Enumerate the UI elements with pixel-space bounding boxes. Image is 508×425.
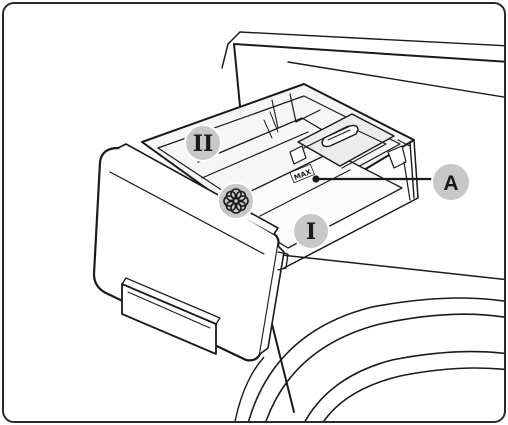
callout-a: A	[312, 162, 471, 202]
callout-badge	[431, 162, 471, 202]
callout-letter: A	[443, 172, 458, 195]
pre-wash-symbol: I	[306, 219, 316, 245]
porthole-door	[234, 297, 504, 421]
pre-wash-compartment-badge: I	[292, 212, 330, 250]
drawer-front	[92, 143, 289, 362]
main-wash-symbol: II	[193, 131, 214, 157]
callout-anchor-dot	[312, 175, 320, 183]
flower-icon	[223, 188, 249, 214]
softener-compartment-badge	[217, 182, 255, 220]
main-wash-compartment-badge: II	[184, 124, 222, 162]
